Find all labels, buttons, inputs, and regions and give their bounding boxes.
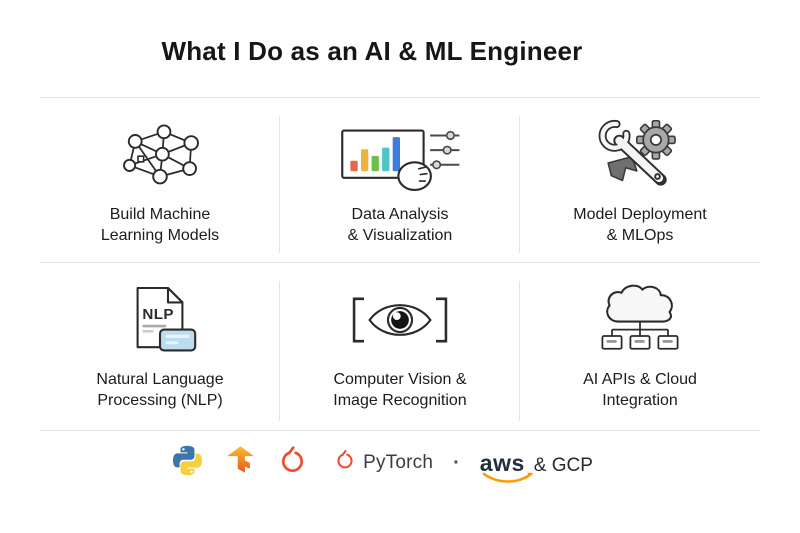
dot-separator: · (453, 452, 460, 474)
neural-network-icon (116, 106, 204, 204)
page-title: What I Do as an AI & ML Engineer (161, 36, 583, 66)
grid-row-2: NLP Natural Language Processing (NLP) (40, 263, 760, 429)
pytorch-small-icon (334, 448, 356, 478)
cell-cloud-integration: AI APIs & Cloud Integration (520, 263, 760, 429)
cell-computer-vision: Computer Vision & Image Recognition (280, 263, 520, 429)
cell-label: Computer Vision & Image Recognition (333, 371, 467, 409)
cell-data-analysis: Data Analysis & Visualization (280, 98, 520, 261)
divider-bottom (40, 430, 760, 431)
cell-label: Natural Language Processing (NLP) (96, 371, 224, 409)
aws-logo: aws (479, 449, 534, 483)
nlp-document-icon: NLP (120, 271, 200, 369)
eye-brackets-icon (347, 271, 453, 369)
svg-text:NLP: NLP (142, 306, 174, 323)
bar-chart-sliders-icon (339, 106, 461, 204)
tech-logos-row: PyTorch · aws & GCP (0, 438, 764, 488)
cell-label: Build Machine Learning Models (100, 206, 220, 244)
grid-row-1: Build Machine Learning Models Data Anal (40, 98, 760, 261)
divider-middle (40, 262, 760, 263)
aws-smile-icon (482, 472, 534, 483)
cell-model-deployment: Model Deployment & MLOps (520, 98, 760, 261)
cloud-providers: aws & GCP (479, 449, 593, 483)
tensorflow-logo-icon (224, 444, 257, 482)
pytorch-wordmark: PyTorch (334, 448, 433, 478)
cloud-network-icon (596, 271, 684, 369)
python-logo-icon (171, 444, 204, 482)
cell-nlp: NLP Natural Language Processing (NLP) (40, 263, 280, 429)
cell-label: Model Deployment & MLOps (573, 206, 707, 244)
wrench-gear-icon (597, 106, 683, 204)
pytorch-label: PyTorch (363, 452, 434, 473)
cell-label: AI APIs & Cloud Integration (583, 371, 697, 409)
cell-build-ml-models: Build Machine Learning Models (40, 98, 280, 261)
gcp-label: & GCP (533, 454, 593, 476)
pytorch-logo-icon (277, 444, 308, 483)
cell-label: Data Analysis & Visualization (347, 206, 453, 244)
aws-label: aws (479, 449, 525, 476)
divider-top (40, 97, 760, 98)
